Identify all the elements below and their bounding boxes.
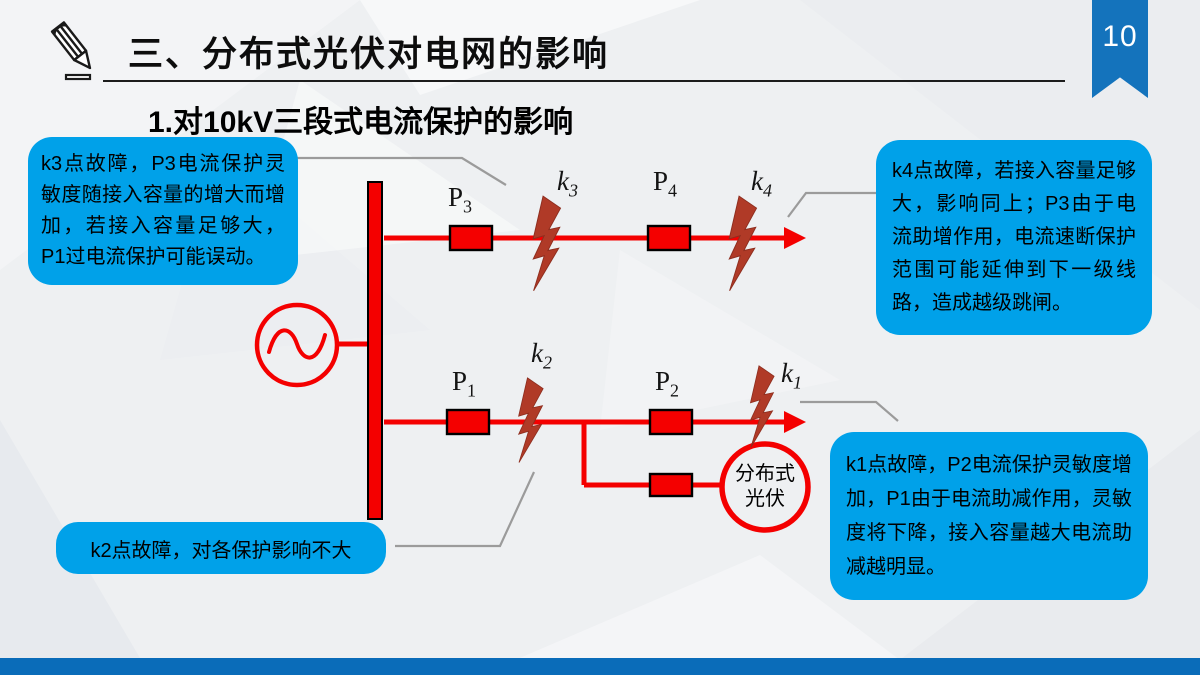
protection-box-p4 [646,224,692,252]
label-k1: k1 [781,358,802,393]
fault-bolt-k1 [743,364,779,451]
ac-sine-wave [267,328,327,360]
protection-box-p3 [448,224,494,252]
callout-k3-fault: k3点故障，P3电流保护灵敏度随接入容量的增大而增加，若接入容量足够大，P1过电… [28,137,298,285]
callout-k2-fault: k2点故障，对各保护影响不大 [56,522,386,574]
label-k3: k3 [557,166,578,201]
callout-k1-fault: k1点故障，P2电流保护灵敏度增加，P1由于电流助减作用，灵敏度将下降，接入容量… [830,432,1148,600]
busbar [367,181,383,520]
ac-source-icon [254,302,340,388]
fault-bolt-k3 [525,195,567,294]
protection-box-p2 [648,408,694,436]
connector-k2-callout [395,471,535,548]
page-number: 10 [1102,20,1138,53]
label-k2: k2 [531,338,552,373]
connector-k4-callout [787,191,878,218]
footer-bar [0,658,1200,675]
label-p1: P1 [452,366,477,401]
protection-box-pv [648,472,694,498]
section-subtitle: 1.对10kV三段式电流保护的影响 [148,106,574,139]
label-p4: P4 [653,166,678,201]
label-p3: P3 [448,182,473,217]
page-title: 三、分布式光伏对电网的影响 [128,35,610,74]
fault-bolt-k4 [721,195,763,294]
connector-k1-callout [800,400,899,422]
label-k4: k4 [751,166,772,201]
pv-source-circle [719,441,811,533]
title-underline [103,80,1065,82]
upper-feeder-arrowhead [784,227,806,249]
pencil-icon [50,21,92,81]
label-p2: P2 [655,366,680,401]
pv-source-label: 分布式 光伏 [735,463,795,510]
callout-k4-fault: k4点故障，若接入容量足够大，影响同上；P3由于电流助增作用，电流速断保护范围可… [876,140,1152,335]
connector-k3-callout [297,156,507,186]
lower-feeder-arrowhead [784,411,806,433]
protection-box-p1 [445,408,491,436]
